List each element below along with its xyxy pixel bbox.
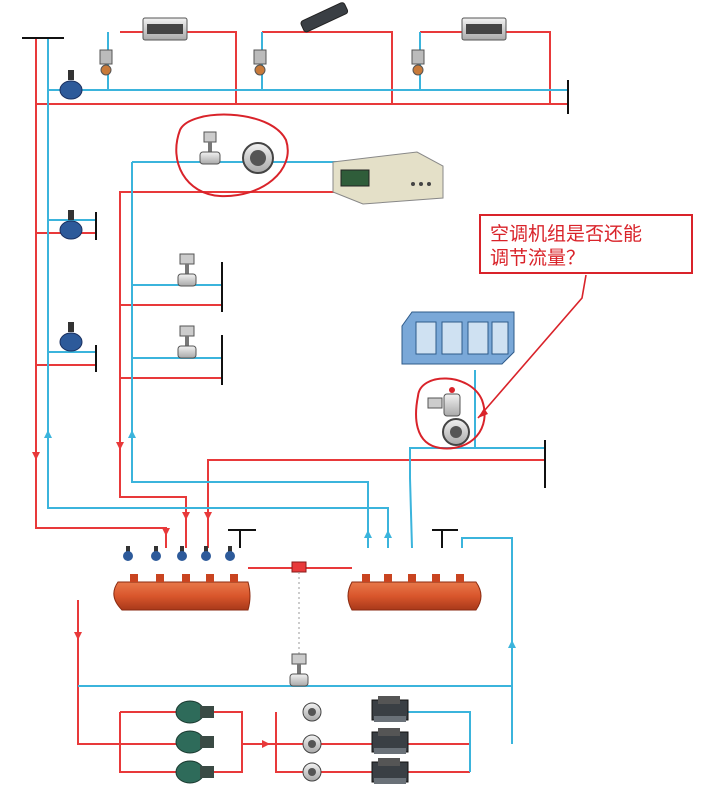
callout-line-1: 空调机组是否还能 bbox=[490, 223, 642, 245]
control-valve-icon bbox=[151, 546, 161, 561]
control-valve-icon bbox=[201, 546, 211, 561]
flow-direction-arrows bbox=[32, 430, 516, 748]
control-valve-icon bbox=[411, 49, 425, 76]
control-valve-icon bbox=[99, 49, 113, 76]
chiller-unit-icon bbox=[371, 758, 409, 784]
flow-meter-icon bbox=[242, 142, 274, 174]
flow-meter-icon bbox=[302, 762, 322, 782]
control-valve-icon bbox=[225, 546, 235, 561]
control-valve-icon bbox=[427, 387, 461, 417]
control-valve-icon bbox=[289, 653, 309, 687]
water-pump-icon bbox=[175, 700, 214, 724]
controller-box-icon bbox=[332, 151, 444, 205]
callout-line-2: 调节流量？ bbox=[490, 247, 585, 269]
chiller-unit-icon bbox=[371, 728, 409, 754]
valves-before-chillers bbox=[302, 702, 322, 782]
flow-meter-icon bbox=[442, 418, 470, 446]
return-header-vessel bbox=[347, 581, 482, 611]
balancing-valve-icon bbox=[59, 70, 83, 100]
flow-meter-icon bbox=[302, 734, 322, 754]
water-pump-icon bbox=[175, 730, 214, 754]
balancing-valve-icon bbox=[59, 322, 83, 352]
air-handling-unit-icon bbox=[401, 311, 515, 365]
control-valve-icon bbox=[177, 253, 197, 287]
bypass-valve-icon bbox=[291, 561, 307, 573]
fan-coil-unit-icon bbox=[461, 17, 507, 41]
header-nozzles bbox=[130, 574, 464, 582]
control-valve-icon bbox=[123, 546, 133, 561]
pumps bbox=[175, 700, 214, 784]
callout-pointer bbox=[477, 274, 587, 419]
fan-coil-unit-icon bbox=[300, 2, 349, 33]
annotation-circle bbox=[175, 113, 289, 198]
pipe-end-caps bbox=[22, 37, 569, 548]
supply-header-vessel bbox=[113, 581, 251, 611]
water-pump-icon bbox=[175, 760, 214, 784]
control-valve-icon bbox=[177, 325, 197, 359]
fan-coil-unit-icon bbox=[142, 17, 188, 41]
control-valve-icon bbox=[199, 131, 221, 165]
return-pipes bbox=[47, 32, 568, 772]
header-valves bbox=[123, 546, 235, 561]
chiller-unit-icon bbox=[371, 696, 409, 722]
control-valve-icon bbox=[177, 546, 187, 561]
balancing-valve-icon bbox=[59, 210, 83, 240]
callout-box bbox=[479, 214, 693, 274]
flow-meter-icon bbox=[302, 702, 322, 722]
control-valve-icon bbox=[253, 49, 267, 76]
annotation-circle bbox=[415, 377, 486, 450]
chillers bbox=[371, 696, 409, 784]
